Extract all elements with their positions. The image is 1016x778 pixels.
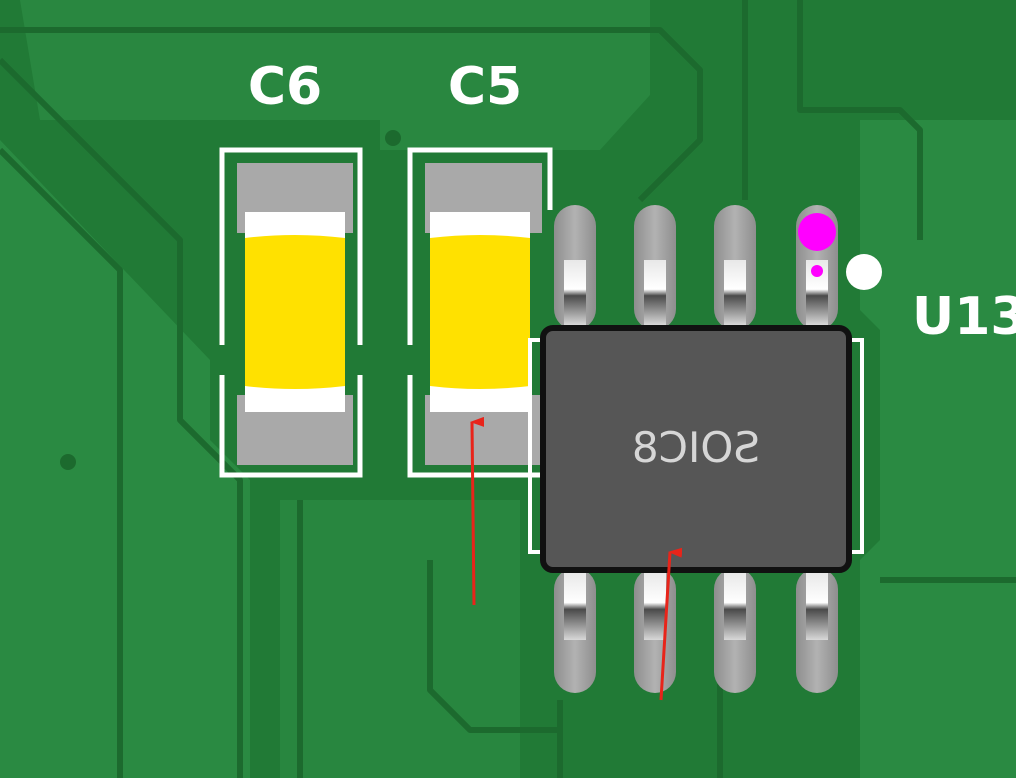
u13-package-label: SOIC8 (632, 423, 760, 472)
copper-region-top (20, 0, 650, 150)
u13-leg (806, 572, 828, 640)
u13-bottom-pins (554, 568, 838, 693)
via (385, 130, 401, 146)
u13-body (540, 325, 852, 573)
trace-3 (0, 27, 703, 203)
copper-region-left (0, 40, 250, 778)
c5-cap-end-top (430, 212, 530, 238)
u13-leg (644, 260, 666, 325)
u13-leg (724, 260, 746, 325)
ic-u13[interactable]: U13 SOIC8 (528, 205, 1016, 693)
c6-designator: C6 (248, 57, 322, 117)
u13-leg (564, 260, 586, 325)
trace-2 (0, 147, 123, 778)
capacitor-c6[interactable]: C6 (219, 57, 363, 478)
c6-cap-end-top (245, 212, 345, 238)
u13-leg (806, 260, 828, 325)
trace-1 (0, 57, 243, 778)
arrow-to-u13 (659, 547, 683, 701)
annotation-arrows (470, 416, 683, 701)
trace-5 (797, 0, 923, 240)
capacitor-c5[interactable]: C5 (407, 57, 553, 478)
c5-designator: C5 (448, 57, 522, 117)
u13-pin1-marker (798, 213, 836, 251)
c5-silkscreen-outline (407, 147, 553, 478)
u13-leg (724, 572, 746, 640)
c5-body (430, 212, 530, 412)
u13-leg (644, 572, 666, 640)
u13-pin1-dot (811, 265, 823, 277)
u13-top-pins (554, 205, 838, 330)
u13-leg (564, 572, 586, 640)
u13-pin1-silk-dot (846, 254, 882, 290)
c6-silkscreen-outline (219, 147, 363, 478)
arrow-to-c5 (470, 416, 485, 606)
trace-7 (427, 560, 560, 733)
c6-body (245, 212, 345, 412)
copper-region-bottom (280, 500, 520, 778)
copper-region-right (860, 120, 1016, 778)
c5-cap-end-bottom (430, 386, 530, 412)
via (60, 454, 76, 470)
c6-cap-end-bottom (245, 386, 345, 412)
u13-designator: U13 (912, 287, 1016, 347)
